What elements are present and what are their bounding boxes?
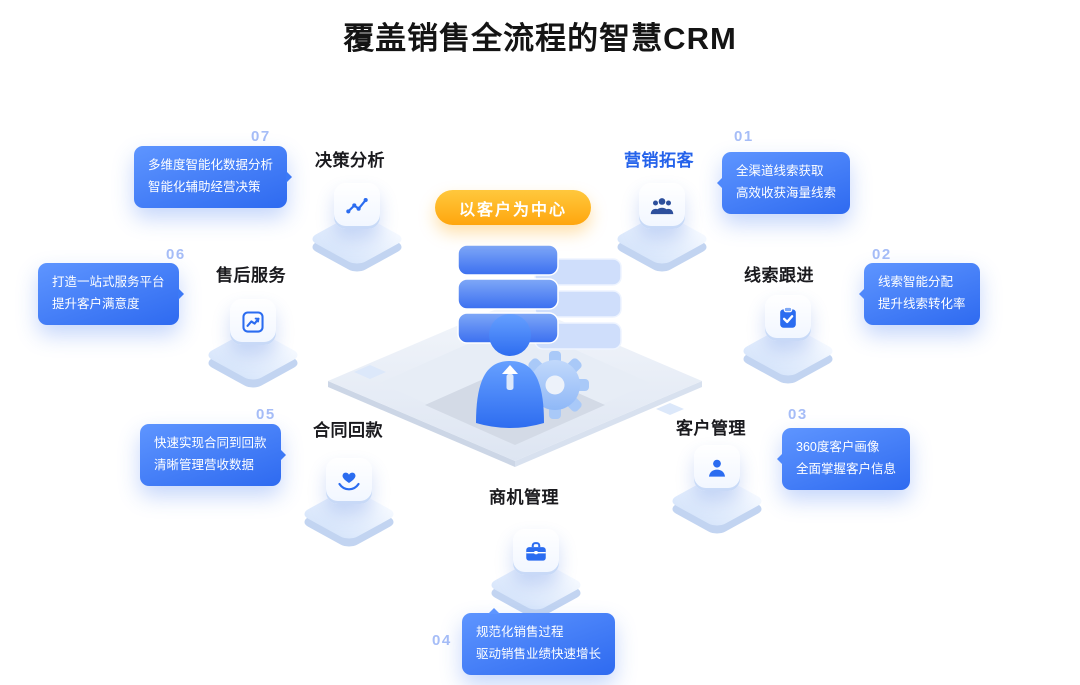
tooltip-04: 规范化销售过程 驱动销售业绩快速增长 [462, 608, 616, 675]
tooltip-line: 多维度智能化数据分析 [148, 158, 274, 172]
tooltip-line: 提升客户满意度 [52, 296, 140, 311]
step-number-06: 06 [166, 246, 186, 263]
step-label-02: 线索跟进 [744, 266, 814, 285]
tooltip-05: 快速实现合同到回款 清晰管理营收数据 [140, 424, 286, 486]
customer-person-icon [694, 445, 740, 491]
customer-figure [476, 314, 544, 428]
center-badge: 以客户为中心 [435, 190, 591, 225]
customer-center-illustration [328, 244, 702, 467]
tooltip-01: 全渠道线索获取 高效收获海量线索 [716, 152, 851, 214]
tooltip-line: 全渠道线索获取 [736, 164, 824, 178]
step-label-04: 商机管理 [489, 488, 559, 507]
heart-hands-icon [326, 458, 372, 504]
tooltip-line: 规范化销售过程 [476, 625, 564, 639]
clipboard-check-icon [765, 295, 811, 341]
step-label-01: 营销拓客 [624, 151, 694, 170]
step-number-03: 03 [788, 406, 808, 423]
step-node-05 [299, 458, 399, 550]
step-label-03: 客户管理 [676, 419, 746, 438]
step-number-01: 01 [734, 128, 754, 145]
step-node-04 [486, 529, 586, 621]
briefcase-icon [513, 529, 559, 575]
tooltip-line: 提升线索转化率 [878, 296, 966, 311]
tooltip-line: 全面掌握客户信息 [796, 461, 897, 476]
tooltip-07: 多维度智能化数据分析 智能化辅助经营决策 [134, 146, 293, 208]
trend-line-icon [334, 183, 380, 229]
tooltip-line: 快速实现合同到回款 [154, 436, 267, 450]
step-label-07: 决策分析 [315, 151, 385, 170]
tooltip-line: 高效收获海量线索 [736, 185, 837, 200]
step-node-01 [612, 183, 712, 275]
tooltip-line: 360度客户画像 [796, 440, 880, 454]
step-number-05: 05 [256, 406, 276, 423]
step-node-03 [667, 445, 767, 537]
people-group-icon [639, 183, 685, 229]
step-label-06: 售后服务 [216, 266, 286, 285]
step-node-02 [738, 295, 838, 387]
step-node-06 [203, 299, 303, 391]
step-number-04: 04 [432, 632, 452, 649]
tooltip-line: 清晰管理营收数据 [154, 457, 255, 472]
tooltip-06: 打造一站式服务平台 提升客户满意度 [38, 263, 184, 325]
database-stack-icon [457, 244, 622, 350]
tooltip-line: 智能化辅助经营决策 [148, 179, 261, 194]
tooltip-03: 360度客户画像 全面掌握客户信息 [776, 428, 911, 490]
page-title: 覆盖销售全流程的智慧CRM [343, 21, 737, 56]
tooltip-line: 打造一站式服务平台 [52, 275, 165, 289]
step-label-05: 合同回款 [313, 421, 383, 440]
step-number-02: 02 [872, 246, 892, 263]
service-chart-icon [230, 299, 276, 345]
step-node-07 [307, 183, 407, 275]
tooltip-02: 线索智能分配 提升线索转化率 [859, 263, 980, 325]
tooltip-line: 驱动销售业绩快速增长 [476, 646, 602, 661]
tooltip-line: 线索智能分配 [878, 275, 954, 289]
step-number-07: 07 [251, 128, 271, 145]
